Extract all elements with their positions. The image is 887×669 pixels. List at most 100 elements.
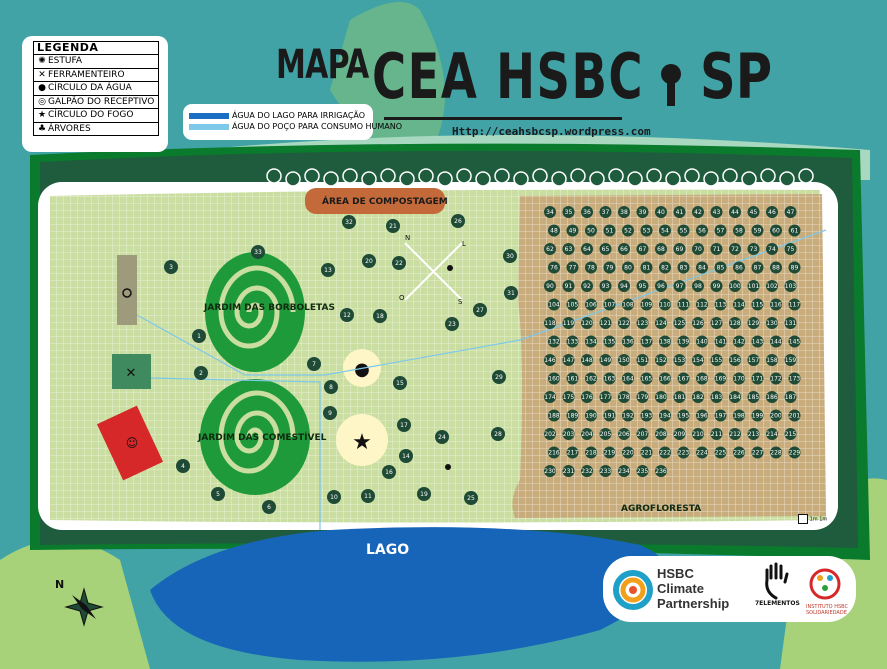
tree-number: 18 [376, 313, 384, 320]
tree: 150 [618, 354, 630, 366]
tree: 199 [751, 409, 764, 422]
tree: 27 [473, 303, 487, 317]
tree-number: 115 [752, 302, 764, 309]
tree-number: 147 [563, 357, 575, 364]
legend-label: GALPÃO DO RECEPTIVO [48, 96, 155, 107]
tree-number: 16 [385, 469, 393, 476]
tree-number: 220 [622, 450, 634, 457]
tree: 13 [321, 263, 335, 277]
tree: 153 [673, 354, 686, 366]
tree: 102 [766, 280, 778, 292]
tree: 200 [770, 409, 782, 422]
tree-number: 51 [606, 228, 614, 235]
tree: 155 [710, 354, 723, 366]
tree: 37 [599, 206, 612, 218]
tree: 2 [194, 366, 208, 380]
tree-number: 186 [766, 394, 778, 401]
tree-number: 111 [678, 302, 690, 309]
tree-number: 13 [324, 267, 332, 274]
tree: 236 [655, 465, 667, 477]
tree-number: 127 [711, 320, 723, 327]
website-link[interactable]: Http://ceahsbcsp.wordpress.com [452, 125, 651, 138]
tree-number: 119 [563, 320, 575, 327]
tree: 91 [562, 280, 575, 292]
tree-number: 64 [583, 246, 591, 253]
tree-number: 68 [657, 246, 665, 253]
tree-number: 229 [789, 450, 801, 457]
legend-item-fire-circle: ★CÍRCULO DO FOGO [34, 109, 158, 123]
tree: 89 [788, 261, 801, 274]
tree-number: 122 [618, 320, 630, 327]
tree: 221 [640, 446, 653, 459]
water-drop-icon: ● [354, 359, 370, 380]
tree: 121 [599, 317, 612, 329]
tree-number: 193 [641, 413, 653, 420]
hedge-shrub [285, 171, 301, 187]
tree-number: 217 [567, 450, 579, 457]
tree: 168 [696, 372, 708, 385]
tree-number: 150 [618, 357, 630, 364]
tree-number: 231 [563, 468, 575, 475]
tree: 1 [192, 329, 206, 343]
tree-number: 172 [770, 376, 782, 383]
tree-number: 15 [396, 380, 404, 387]
tree: 211 [710, 428, 723, 440]
tree: 190 [585, 409, 597, 422]
tree: 151 [636, 354, 649, 366]
tree-number: 143 [752, 339, 764, 346]
tree: 118 [544, 317, 556, 329]
tree-number: 66 [620, 246, 628, 253]
tree-number: 10 [330, 494, 338, 501]
tree: 148 [581, 354, 593, 366]
tree: 50 [585, 224, 597, 237]
tree-number: 77 [569, 265, 577, 272]
tree-number: 228 [770, 450, 782, 457]
tree-number: 171 [752, 376, 764, 383]
tree-number: 152 [655, 357, 667, 364]
tree: 84 [696, 261, 708, 274]
tree: 182 [692, 391, 704, 403]
tree-number: 162 [585, 376, 597, 383]
hedge-shrub [342, 168, 358, 184]
tree: 176 [581, 391, 593, 403]
tree-number: 5 [216, 491, 220, 498]
tree: 38 [618, 206, 630, 218]
tree-number: 69 [676, 246, 684, 253]
tree-number: 50 [587, 228, 595, 235]
tree-number: 55 [680, 228, 688, 235]
tree: 5 [211, 487, 225, 501]
hedge-shrub [418, 168, 434, 184]
tree: 139 [677, 335, 690, 348]
tree: 146 [544, 354, 556, 366]
tree: 7 [307, 357, 321, 371]
tree-number: 59 [754, 228, 762, 235]
tree-number: 45 [750, 209, 758, 216]
tree-number: 185 [748, 394, 760, 401]
tree: 210 [692, 428, 704, 440]
tree: 131 [784, 317, 797, 329]
instituto-line: INSTITUTO HSBC [806, 604, 848, 610]
tree-number: 116 [770, 302, 782, 309]
hedge-shrub [589, 171, 605, 187]
hsbc-climate-logo-icon [613, 570, 653, 610]
tree-number: 195 [678, 413, 690, 420]
tree-number: 63 [565, 246, 573, 253]
tree: 154 [692, 354, 704, 366]
tree: 10 [327, 490, 341, 504]
tree-number: 136 [622, 339, 634, 346]
hedge-shrub [722, 168, 738, 184]
water-legend-lake: ÁGUA DO LAGO PARA IRRIGAÇÃO [189, 111, 365, 121]
tree: 208 [655, 428, 667, 440]
tree-number: 141 [715, 339, 727, 346]
greenhouse [117, 255, 137, 325]
tree-number: 197 [715, 413, 727, 420]
tree-number: 53 [643, 228, 651, 235]
hand-logo-icon [765, 562, 789, 600]
tree: 36 [581, 206, 593, 218]
tree-number: 81 [643, 265, 651, 272]
tree-number: 128 [729, 320, 741, 327]
tree: 75 [784, 243, 797, 255]
tree: 14 [399, 449, 413, 463]
partner-line: Partnership [657, 596, 730, 611]
tree: 4 [176, 459, 190, 473]
